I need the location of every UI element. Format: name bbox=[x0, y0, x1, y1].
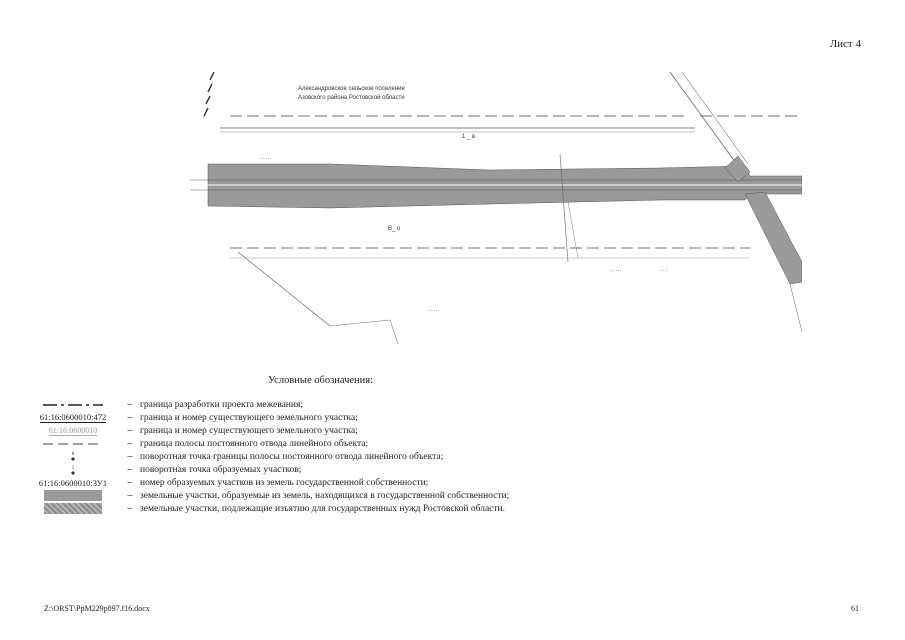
legend-dash: – bbox=[127, 503, 133, 514]
legend-dash: – bbox=[127, 425, 133, 436]
crossroad-line-2 bbox=[681, 72, 749, 165]
legend-row: 61:16:0600010:ЗУ1 – номер образуемых уча… bbox=[38, 476, 598, 489]
map-caption-line2: Азовского района Ростовской области bbox=[298, 94, 405, 101]
existing-parcel-outline-symbol: 61:16:0600010 bbox=[38, 424, 108, 437]
legend-text: поворотная точка границы полосы постоянн… bbox=[140, 451, 444, 462]
legend-text: поворотная точка образуемых участков; bbox=[140, 464, 302, 475]
legend-row: 1 – поворотная точка образуемых участков… bbox=[38, 463, 598, 476]
legend-dash: – bbox=[127, 477, 133, 488]
parcel-line-lower-left bbox=[237, 251, 331, 327]
field-boundary-1 bbox=[559, 153, 569, 263]
parcel-number-symbol: 61:16:0600010:ЗУ1 bbox=[38, 476, 108, 489]
svg-text:8: 8 bbox=[72, 452, 75, 457]
legend-text: земельные участки, подлежащие изъятию дл… bbox=[140, 503, 506, 514]
legend-row: – граница полосы постоянного отвода лине… bbox=[38, 437, 598, 450]
legend-text: номер образуемых участков из земель госу… bbox=[140, 477, 429, 488]
legend-dash: – bbox=[127, 412, 133, 423]
svg-text:В_ о: В_ о bbox=[388, 226, 401, 232]
junction-area bbox=[724, 155, 751, 183]
svg-text:·· ···: ·· ··· bbox=[610, 268, 622, 274]
parcel-code: 61:16:0600010:472 bbox=[39, 412, 107, 423]
svg-text:1 _ в: 1 _ в bbox=[462, 134, 475, 140]
legend-text: граница полосы постоянного отвода линейн… bbox=[140, 438, 369, 449]
turning-point-parcels-symbol: 1 bbox=[38, 463, 108, 476]
road-right-of-way bbox=[207, 163, 802, 209]
legend-dash: – bbox=[127, 464, 133, 475]
legend-row: 61:16:0600010 – граница и номер существу… bbox=[38, 424, 598, 437]
legend-text: земельные участки, образуемые из земель,… bbox=[140, 490, 510, 501]
sheet-label: Лист 4 bbox=[829, 38, 861, 50]
parcel-code: 61:16:0600010:ЗУ1 bbox=[38, 477, 108, 488]
legend-row: – земельные участки, образуемые из земел… bbox=[38, 489, 598, 502]
boundary-hatch-marks bbox=[203, 72, 215, 117]
branch-road bbox=[744, 191, 802, 285]
legend-row: 8 – поворотная точка границы полосы пост… bbox=[38, 450, 598, 463]
legend-text: граница и номер существующего земельного… bbox=[140, 425, 358, 436]
legend-text: граница разработки проекта межевания; bbox=[140, 399, 303, 410]
map-caption-line1: Александровское сельское поселение bbox=[298, 86, 406, 92]
gray-hatched-symbol bbox=[38, 502, 108, 515]
footer-file-path: Z:\ORST\PpM229p897.f16.docx bbox=[44, 604, 150, 613]
turning-point-row-symbol: 8 bbox=[38, 450, 108, 463]
footer-page-number: 61 bbox=[851, 604, 859, 613]
legend-dash: – bbox=[127, 438, 133, 449]
survey-map-drawing: Александровское сельское поселение Азовс… bbox=[190, 72, 802, 344]
right-of-way-symbol bbox=[38, 437, 108, 450]
legend-dash: – bbox=[127, 490, 133, 501]
gray-fill-symbol bbox=[38, 489, 108, 502]
legend: – граница разработки проекта межевания; … bbox=[38, 398, 598, 515]
legend-row: 61:16:0600010:472 – граница и номер суще… bbox=[38, 411, 598, 424]
project-boundary-symbol bbox=[38, 398, 108, 411]
legend-title: Условные обозначения: bbox=[268, 375, 374, 386]
legend-dash: – bbox=[127, 399, 133, 410]
crossroad-line-1 bbox=[669, 72, 739, 167]
legend-text: граница и номер существующего земельного… bbox=[140, 412, 358, 423]
svg-text:1: 1 bbox=[72, 466, 75, 471]
existing-parcel-symbol: 61:16:0600010:472 bbox=[38, 411, 108, 424]
parcel-code: 61:16:0600010 bbox=[48, 425, 98, 436]
legend-row: – граница разработки проекта межевания; bbox=[38, 398, 598, 411]
survey-map: Александровское сельское поселение Азовс… bbox=[190, 72, 802, 344]
legend-dash: – bbox=[127, 451, 133, 462]
svg-text:·· ·: ·· · bbox=[660, 268, 668, 274]
legend-row: – земельные участки, подлежащие изъятию … bbox=[38, 502, 598, 515]
svg-text:·· ···: ·· ··· bbox=[260, 156, 272, 162]
svg-text:·· ···: ·· ··· bbox=[428, 308, 440, 314]
